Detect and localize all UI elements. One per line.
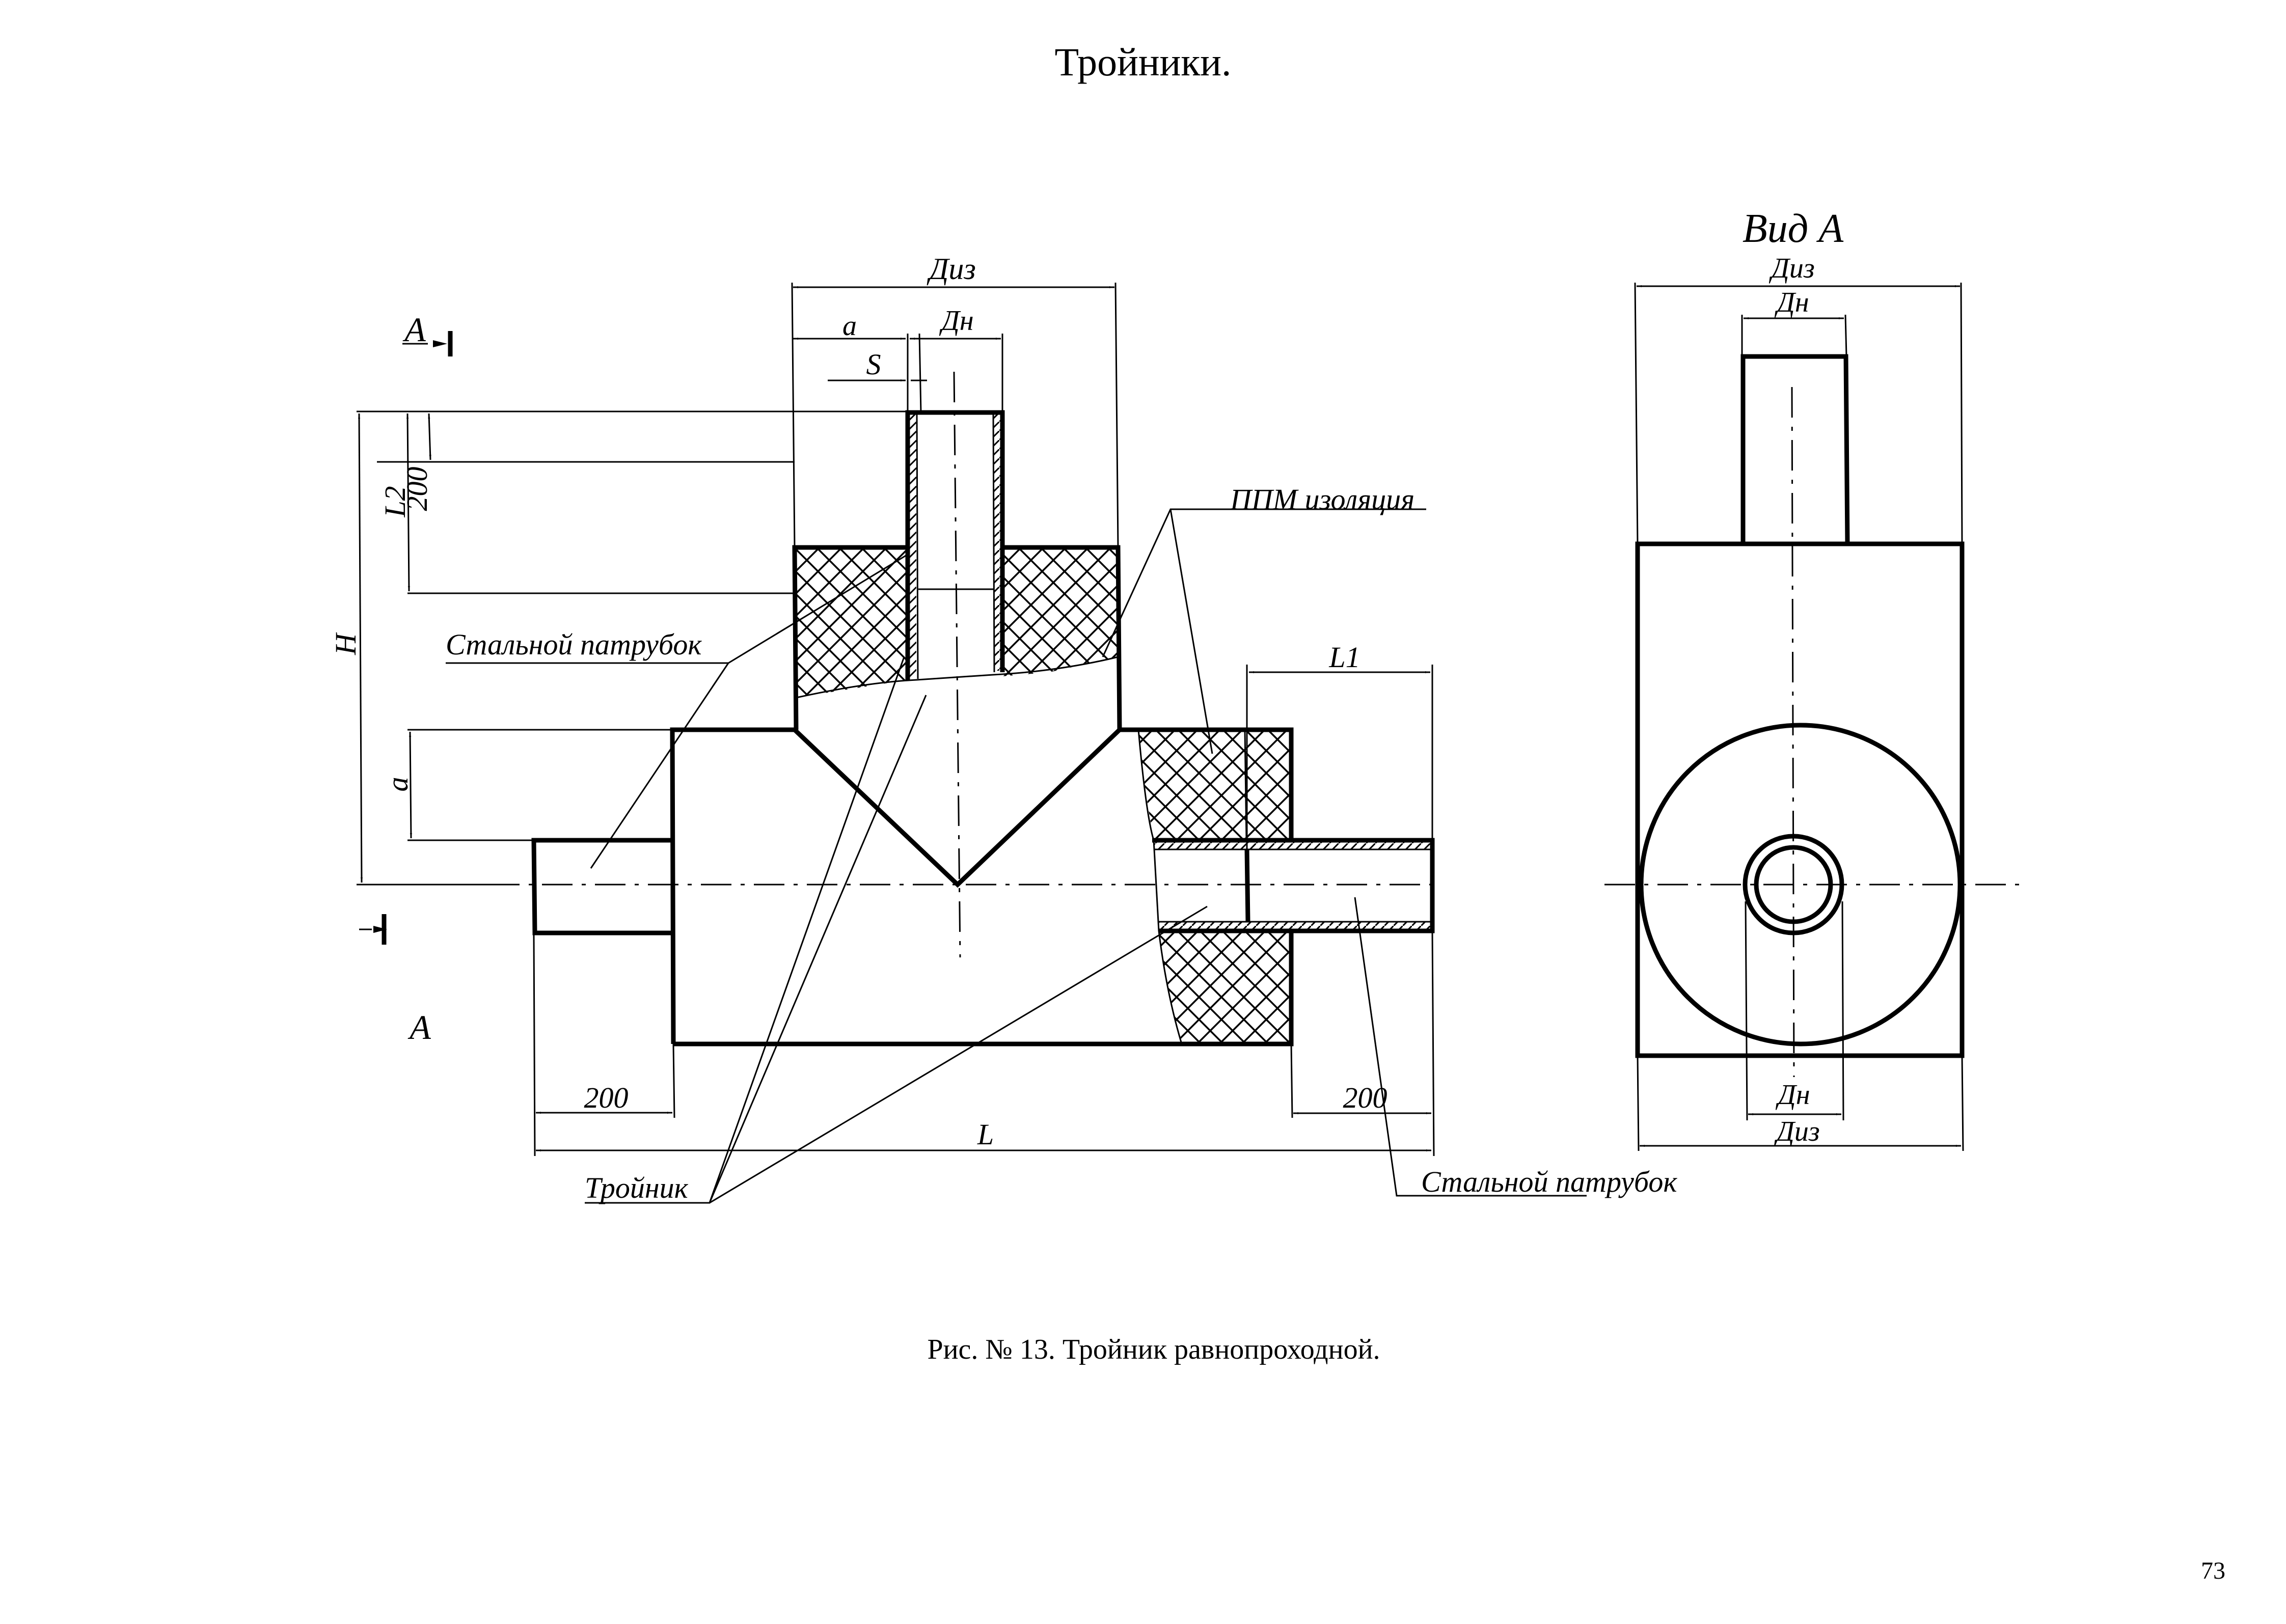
dim-label-200-vertical: 200: [400, 467, 433, 511]
insulation-top-break-line: [796, 656, 1119, 699]
callout-steel-branch-left-leader: [446, 554, 907, 869]
callout-tee-label: Тройник: [585, 1171, 689, 1204]
top-pipe-inner-wall-right: [992, 413, 995, 673]
section-arrow-bottom-icon: [373, 926, 387, 933]
callout-ppm-insulation-leader: [1102, 508, 1426, 754]
left-stub-outline: [531, 838, 673, 935]
page-heading: Тройники.: [1054, 40, 1231, 84]
view-a-branch-outline: [1740, 354, 1850, 545]
ext-line-l-left: [533, 932, 536, 1157]
view-a-dim-label-diz-top: Диз: [1768, 253, 1814, 284]
dim-label-diz: Диз: [927, 252, 976, 286]
top-pipe-inner-wall-left: [916, 413, 919, 679]
view-a-ext-diz-right: [1960, 282, 1963, 545]
callout-tee: Тройник: [585, 656, 1208, 1204]
view-a: Вид А Диз Дн Дн Диз: [1604, 206, 2022, 1151]
section-marker-bottom-label: А: [407, 1008, 431, 1047]
dim-label-200-left: 200: [584, 1081, 629, 1114]
insulation-right-lower: [1159, 932, 1291, 1044]
view-a-ext-dn-right: [1844, 314, 1847, 357]
callout-steel-branch-right-label: Стальной патрубок: [1421, 1165, 1677, 1198]
dim-label-a-top: a: [842, 310, 857, 342]
figure-caption: Рис. № 13. Тройник равнопроходной.: [927, 1334, 1380, 1365]
callout-steel-branch-right-leader: [1354, 897, 1587, 1197]
ext-line-diz-right: [1114, 282, 1119, 548]
right-pipe-outline: [1152, 838, 1435, 933]
callout-steel-branch-left-label: Стальной патрубок: [446, 628, 702, 661]
section-marker-top: А: [402, 310, 453, 356]
right-insulation-break-line: [1137, 729, 1183, 1044]
section-marker-top-label: А: [402, 310, 426, 349]
section-marker-bottom: А: [359, 914, 431, 1047]
top-pipe-wall-right: [994, 414, 1001, 671]
view-a-title: Вид А: [1743, 206, 1844, 251]
dim-label-200-right: 200: [1343, 1081, 1387, 1114]
view-a-outer-circle: [1639, 723, 1963, 1047]
dim-line-a-side: [409, 731, 412, 839]
ext-line-200-left: [672, 1043, 675, 1118]
dim-label-l: L: [977, 1118, 994, 1151]
ext-line-dn-right: [918, 333, 922, 413]
right-pipe-wall-top: [1154, 842, 1433, 849]
dim-label-dn-top: Дн: [939, 305, 973, 337]
page-number: 73: [2201, 1557, 2225, 1584]
ext-line-l-right: [1431, 930, 1435, 1157]
callout-tee-leader: [585, 656, 1208, 1204]
view-a-ext-diz-bottom-left: [1637, 1055, 1640, 1151]
dim-line-200-vertical: [428, 413, 431, 460]
insulation-top-left: [796, 549, 908, 698]
view-a-ext-diz-bottom-right: [1961, 1055, 1964, 1151]
view-a-centerline-vertical: [1791, 387, 1795, 1078]
view-a-dim-label-dn-top: Дн: [1774, 287, 1809, 318]
view-a-dim-label-diz-bottom: Диз: [1774, 1116, 1819, 1147]
ext-line-diz-left: [791, 282, 796, 548]
callout-ppm-insulation: ППМ изоляция: [1102, 483, 1426, 754]
dim-label-a-side: a: [381, 777, 414, 792]
right-pipe-joint-line: [1244, 849, 1250, 922]
centerline-vertical: [953, 371, 961, 958]
insulation-right-upper: [1138, 730, 1291, 840]
dim-label-s: S: [866, 348, 881, 381]
callout-steel-branch-right: Стальной патрубок: [1354, 897, 1677, 1198]
dim-line-l2: [406, 413, 410, 592]
view-a-ext-diz-left: [1634, 282, 1639, 545]
insulation-top-right: [1002, 549, 1118, 676]
ext-line-200-right: [1290, 1043, 1293, 1118]
dim-line-h: [358, 413, 363, 883]
view-a-dim-label-dn-bottom: Дн: [1775, 1079, 1810, 1111]
dim-label-l1: L1: [1328, 641, 1360, 674]
dim-label-l2: L2: [378, 486, 412, 517]
callout-steel-branch-left: Стальной патрубок: [446, 554, 907, 869]
callout-ppm-insulation-label: ППМ изоляция: [1230, 483, 1414, 516]
view-a-ext-dn-bottom-right: [1841, 901, 1844, 1121]
main-view: Диз a Дн S А А H: [329, 252, 1677, 1204]
dim-label-h: H: [329, 632, 362, 655]
section-arrow-top-icon: [433, 340, 447, 347]
top-pipe-wall-left: [909, 414, 916, 678]
right-pipe-wall-bottom: [1159, 922, 1433, 929]
view-a-ext-dn-bottom-left: [1745, 901, 1748, 1121]
view-a-body-outline: [1635, 541, 1965, 1058]
